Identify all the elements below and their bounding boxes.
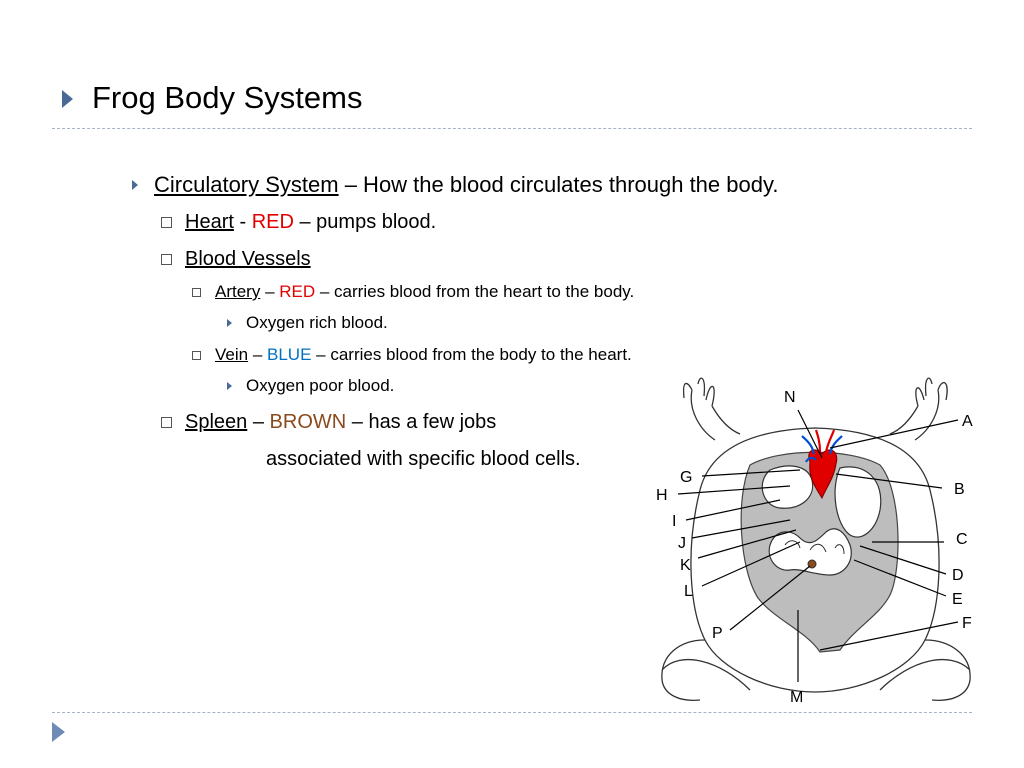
liver-lobe-left	[761, 465, 814, 509]
label-M: M	[790, 689, 803, 706]
spleen-text: – has a few jobs	[346, 411, 497, 433]
spleen-sep: –	[247, 411, 270, 433]
heart-color: RED	[251, 211, 294, 233]
heart-term: Heart	[185, 211, 234, 233]
label-B: B	[954, 481, 965, 498]
intestines	[768, 528, 852, 576]
label-D: D	[952, 567, 964, 584]
label-E: E	[952, 591, 963, 608]
artery-term: Artery	[215, 282, 261, 301]
label-A: A	[962, 413, 973, 430]
bullet-arrow-icon	[227, 319, 232, 327]
label-K: K	[680, 557, 691, 574]
checkbox-bullet-icon	[192, 288, 201, 297]
artery-note: Oxygen rich blood.	[246, 313, 388, 332]
vein-sep: –	[248, 345, 267, 364]
bullet-vein: Vein – BLUE – carries blood from the bod…	[215, 343, 632, 367]
vein-color: BLUE	[267, 345, 312, 364]
frog-left-arm	[682, 377, 741, 441]
bullet-vessels: Blood Vessels	[185, 245, 311, 273]
artery-text: – carries blood from the heart to the bo…	[315, 282, 635, 301]
spleen-term: Spleen	[185, 411, 248, 433]
bullet-arrow-icon	[227, 382, 232, 390]
circulatory-text: – How the blood circulates through the b…	[338, 172, 779, 197]
title-bullet-icon	[62, 90, 73, 108]
label-J: J	[678, 535, 686, 552]
bullet-artery: Artery – RED – carries blood from the he…	[215, 280, 634, 304]
vein-vessels-icon	[801, 435, 843, 463]
frog-anatomy-diagram: N A G B H I J C K D L E F P M	[656, 377, 973, 706]
vein-text: – carries blood from the body to the hea…	[311, 345, 632, 364]
artery-color: RED	[279, 282, 316, 301]
slide-title: Frog Body Systems	[92, 80, 363, 115]
checkbox-bullet-icon	[161, 417, 172, 428]
heart-text: – pumps blood.	[293, 211, 437, 233]
label-P: P	[712, 625, 723, 642]
frog-right-arm	[889, 377, 948, 441]
vein-note: Oxygen poor blood.	[246, 376, 395, 395]
frog-left-leg	[661, 639, 751, 701]
bullet-arrow-icon	[132, 180, 138, 190]
heart-sep: -	[233, 211, 252, 233]
artery-vessels-icon	[814, 429, 836, 453]
vein-term: Vein	[215, 345, 249, 364]
frog-right-leg	[879, 639, 971, 701]
checkbox-bullet-icon	[192, 351, 201, 360]
title-divider	[52, 128, 972, 129]
label-N: N	[784, 389, 796, 406]
spleen-continuation: associated with specific blood cells.	[266, 448, 581, 470]
checkbox-bullet-icon	[161, 217, 172, 228]
checkbox-bullet-icon	[161, 254, 172, 265]
label-C: C	[956, 531, 968, 548]
heart-icon	[808, 449, 838, 500]
label-F: F	[962, 615, 972, 632]
footer-arrow-icon	[52, 722, 65, 742]
spleen-color: BROWN	[269, 411, 347, 433]
circulatory-term: Circulatory System	[154, 172, 339, 197]
artery-sep: –	[260, 282, 280, 301]
footer-divider	[52, 712, 972, 713]
bullet-circulatory: Circulatory System – How the blood circu…	[154, 170, 778, 200]
label-I: I	[672, 513, 676, 530]
label-G: G	[680, 469, 692, 486]
vessels-term: Blood Vessels	[185, 248, 311, 270]
label-H: H	[656, 487, 668, 504]
bullet-heart: Heart - RED – pumps blood.	[185, 208, 436, 236]
bullet-spleen: Spleen – BROWN – has a few jobs	[185, 408, 496, 436]
liver-lobe-right	[834, 466, 882, 538]
label-L: L	[684, 583, 693, 600]
